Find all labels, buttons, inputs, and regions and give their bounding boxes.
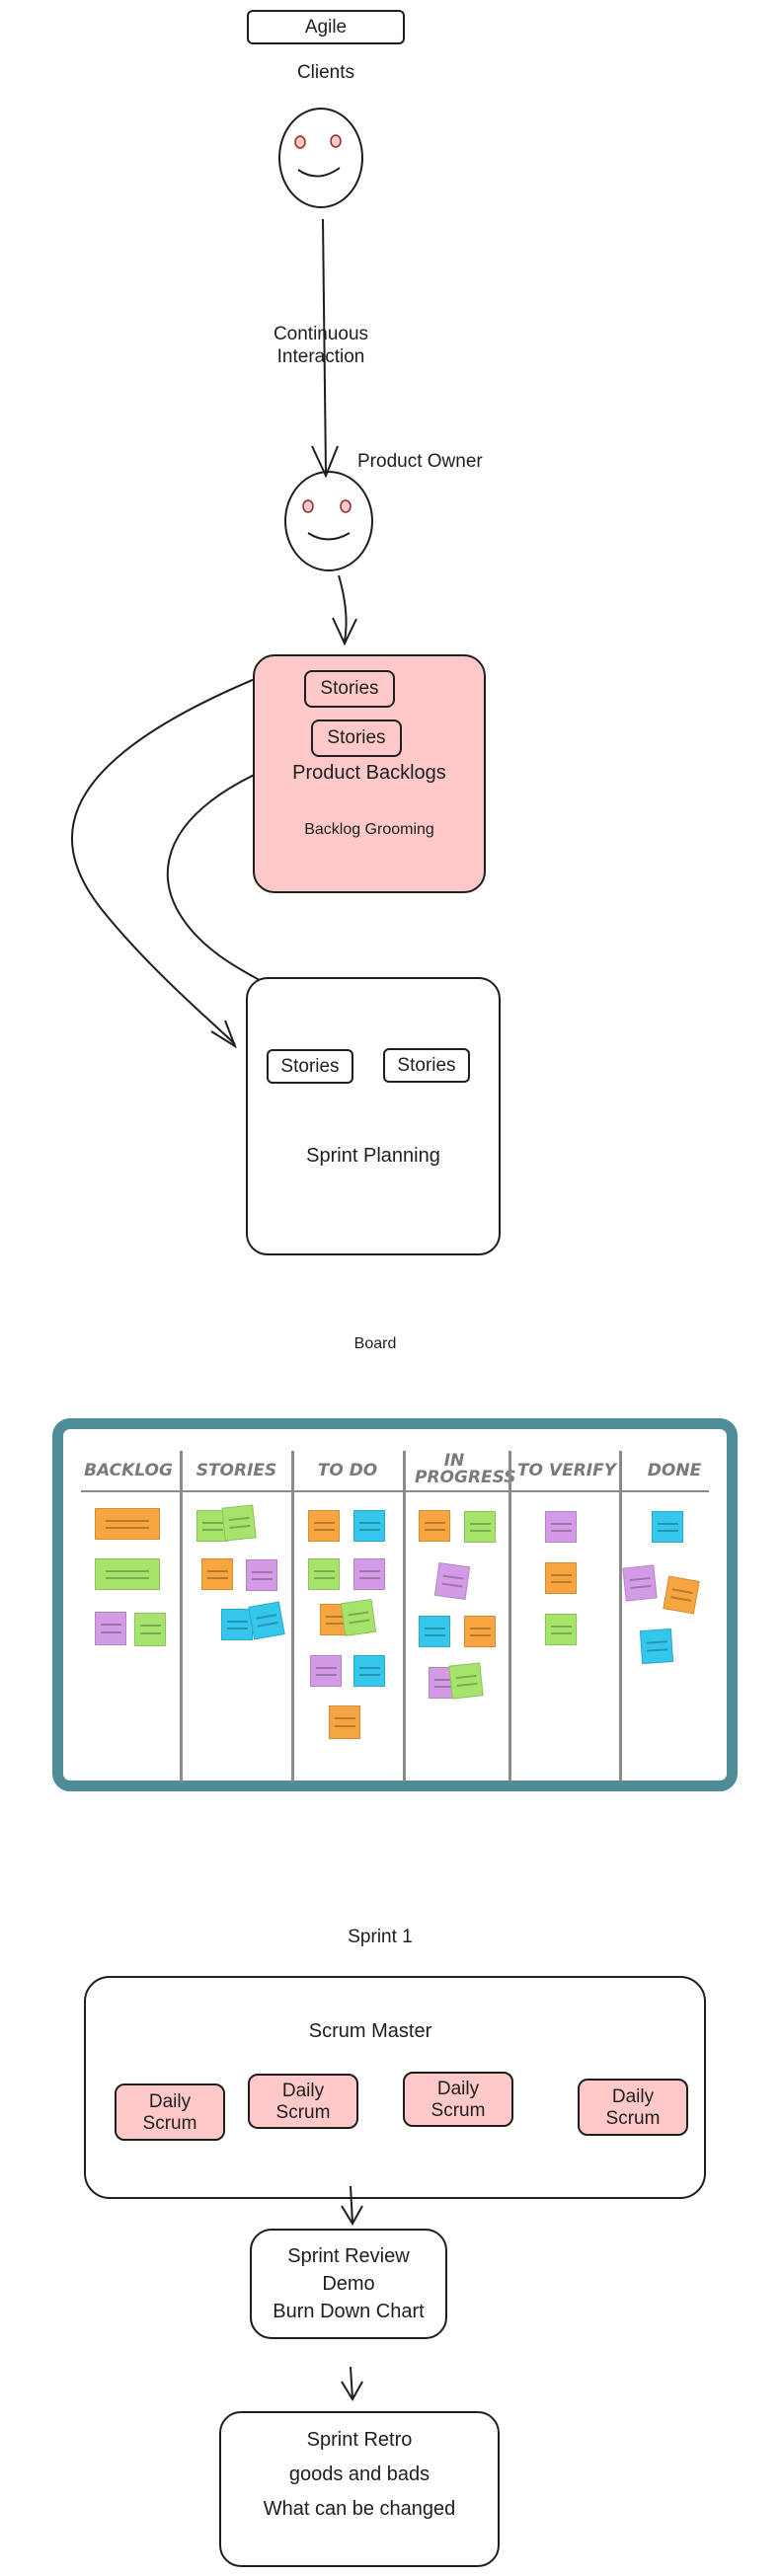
title-text: Agile xyxy=(304,17,348,38)
daily-scrum-4-line-1: Daily xyxy=(611,2086,655,2107)
column-title-stories: STORIES xyxy=(196,1461,277,1480)
interaction-arrow xyxy=(322,218,327,475)
interaction-line-2: Interaction xyxy=(276,346,365,367)
sticky-note-green xyxy=(448,1662,484,1700)
daily-scrum-card-4[interactable]: Daily Scrum xyxy=(578,2079,688,2136)
planning-story-card-2[interactable]: Stories xyxy=(383,1048,470,1083)
column-title-in-progress: IN PROGRESS xyxy=(415,1451,516,1487)
sticky-note-purple xyxy=(310,1655,342,1687)
daily-scrum-2-line-2: Scrum xyxy=(275,2102,331,2123)
daily-scrum-card-3[interactable]: Daily Scrum xyxy=(403,2072,513,2127)
planning-story-label-2: Stories xyxy=(397,1055,456,1076)
daily-scrum-card-1[interactable]: Daily Scrum xyxy=(115,2084,225,2141)
daily-scrum-3-line-2: Scrum xyxy=(430,2100,486,2121)
interaction-line-1: Continuous xyxy=(273,324,369,344)
sprint-planning-label: Sprint Planning xyxy=(306,1145,440,1167)
sticky-note-orange xyxy=(308,1510,340,1542)
sticky-note-purple xyxy=(622,1564,658,1602)
column-divider xyxy=(619,1451,622,1781)
backlog-story-card-2[interactable]: Stories xyxy=(311,720,402,757)
sticky-note-green xyxy=(340,1598,377,1637)
sticky-note-green xyxy=(308,1558,340,1590)
daily-scrum-1-line-2: Scrum xyxy=(142,2113,197,2134)
sticky-note-purple xyxy=(353,1558,385,1590)
product-owner-label: Product Owner xyxy=(357,451,483,472)
sticky-note-blue xyxy=(248,1601,285,1640)
board-header-rule xyxy=(81,1490,709,1492)
planning-story-label-1: Stories xyxy=(280,1056,340,1077)
sticky-note-blue xyxy=(353,1510,385,1542)
column-title-to-verify: TO VERIFY xyxy=(516,1461,617,1480)
review-line-1: Sprint Review xyxy=(287,2245,410,2267)
daily-scrum-4-line-2: Scrum xyxy=(605,2108,661,2129)
sprint-box[interactable] xyxy=(84,1976,706,2199)
planning-story-card-1[interactable]: Stories xyxy=(267,1049,353,1084)
client-face-icon xyxy=(278,108,363,208)
sticky-note-purple xyxy=(545,1511,577,1543)
daily-scrum-2-line-1: Daily xyxy=(281,2081,325,2101)
sticky-note-orange xyxy=(201,1558,233,1590)
interaction-label: Continuous Interaction xyxy=(247,323,395,368)
backlog-grooming-label: Backlog Grooming xyxy=(304,821,434,838)
review-line-2: Demo xyxy=(322,2273,375,2295)
sticky-note-orange xyxy=(329,1705,360,1739)
backlog-story-label-1: Stories xyxy=(320,678,379,699)
backlog-to-planning-arrow-1 xyxy=(71,678,256,1045)
scrum-master-label: Scrum Master xyxy=(308,2020,432,2042)
sticky-note-green xyxy=(221,1504,257,1542)
sticky-note-purple xyxy=(433,1561,471,1601)
sticky-note-orange xyxy=(419,1510,450,1542)
column-divider xyxy=(403,1451,406,1781)
kanban-board-image: BACKLOG STORIES TO DO IN PROGRESS TO VER… xyxy=(52,1418,738,1791)
daily-scrum-3-line-1: Daily xyxy=(436,2079,480,2099)
sticky-note-orange xyxy=(95,1508,160,1540)
sprint-label: Sprint 1 xyxy=(348,1927,413,1947)
sticky-note-blue xyxy=(639,1628,674,1665)
retro-line-3: What can be changed xyxy=(263,2498,456,2520)
retro-line-2: goods and bads xyxy=(288,2463,430,2485)
daily-scrum-1-line-1: Daily xyxy=(148,2091,192,2112)
retro-line-1: Sprint Retro xyxy=(306,2429,413,2451)
column-divider xyxy=(180,1451,183,1781)
sticky-note-green xyxy=(95,1558,160,1590)
column-title-todo: TO DO xyxy=(317,1461,378,1480)
sticky-note-green xyxy=(464,1511,496,1543)
sprint-planning-box[interactable] xyxy=(246,977,501,1255)
title-box: Agile xyxy=(247,10,405,44)
sticky-note-green xyxy=(134,1613,166,1646)
sticky-note-green xyxy=(545,1614,577,1645)
sticky-note-orange xyxy=(663,1575,700,1615)
backlog-story-card-1[interactable]: Stories xyxy=(304,670,395,708)
sticky-note-orange xyxy=(545,1562,577,1594)
sticky-note-blue xyxy=(652,1511,683,1543)
backlog-story-label-2: Stories xyxy=(327,727,386,748)
column-divider xyxy=(508,1451,511,1781)
product-owner-face-icon xyxy=(284,471,373,571)
sprint-retro-box[interactable]: Sprint Retro goods and bads What can be … xyxy=(219,2411,500,2567)
column-title-backlog: BACKLOG xyxy=(84,1461,173,1480)
column-title-done: DONE xyxy=(647,1461,702,1480)
sticky-note-purple xyxy=(246,1559,277,1591)
sticky-note-blue xyxy=(221,1609,253,1640)
clients-label: Clients xyxy=(296,62,355,83)
sticky-note-orange xyxy=(464,1616,496,1647)
sticky-note-purple xyxy=(95,1612,126,1645)
column-divider xyxy=(291,1451,294,1781)
board-label: Board xyxy=(353,1335,397,1352)
sprint-review-box[interactable]: Sprint Review Demo Burn Down Chart xyxy=(250,2229,447,2339)
sticky-note-blue xyxy=(419,1616,450,1647)
daily-scrum-card-2[interactable]: Daily Scrum xyxy=(248,2074,358,2129)
product-backlog-box[interactable] xyxy=(253,654,486,893)
review-line-3: Burn Down Chart xyxy=(273,2301,425,2322)
product-backlogs-label: Product Backlogs xyxy=(292,762,446,784)
sticky-note-blue xyxy=(353,1655,385,1687)
